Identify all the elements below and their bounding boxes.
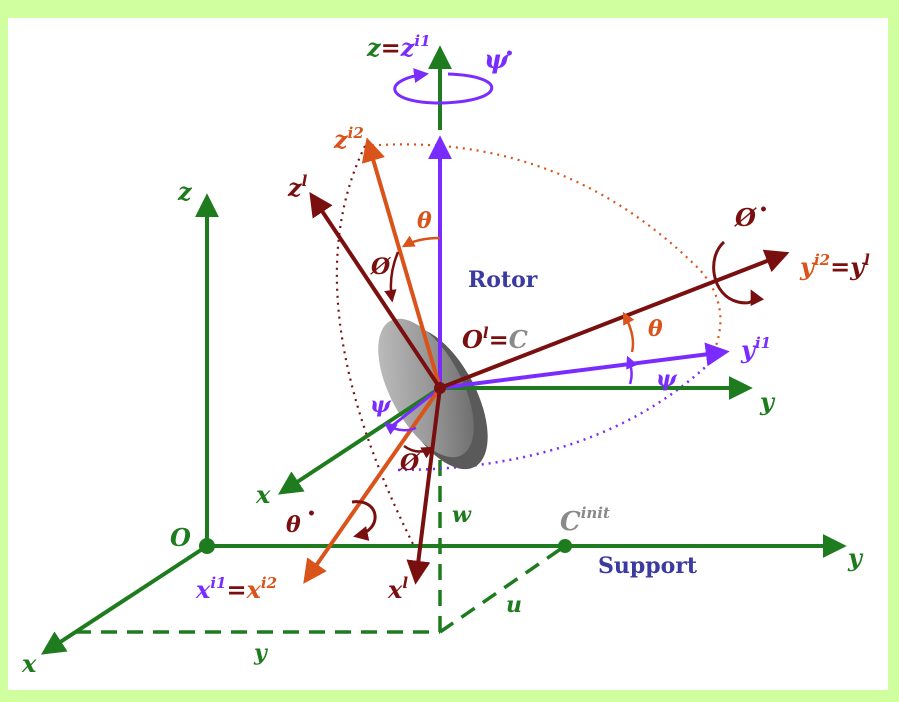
label-eq-o: = (489, 325, 509, 354)
svg-text:Ol=C: Ol=C (462, 324, 528, 354)
x-l-axis (406, 387, 442, 585)
z-i2-axis (361, 137, 442, 389)
y-l-axis (439, 249, 790, 390)
label-psi-dot-mark: • (505, 46, 514, 62)
label-x-local: x (255, 480, 271, 509)
label-z-top: z (366, 33, 382, 62)
label-rotor: Rotor (468, 267, 538, 293)
local-x-axis (277, 386, 442, 495)
psi-right-arc (626, 355, 638, 385)
purple-dotted-arc (394, 357, 716, 472)
label-eq-top: = (381, 33, 401, 62)
label-y-local: y (759, 387, 776, 416)
labels: z=zi1 ψ • zi2 zl θ Ø Rotor Ø • yi2=yl Ol… (21, 32, 870, 678)
phi-dot-rotation (712, 240, 765, 307)
svg-text:Cinit: Cinit (560, 504, 610, 537)
orange-dotted-arc (364, 143, 722, 361)
label-z-i1-sup: i1 (414, 32, 430, 50)
dashed-u-offset (439, 544, 566, 634)
label-y-i1-sup: i1 (755, 334, 771, 352)
svg-text:xi1=xi2: xi1=xi2 (195, 574, 277, 604)
angle-arcs (383, 235, 638, 459)
c-init-point (558, 539, 572, 553)
rate-arrows (351, 68, 765, 541)
svg-text:yi1: yi1 (740, 334, 771, 364)
y-i1-axis (439, 342, 730, 390)
label-eq-y: = (830, 252, 850, 281)
label-psi-dot: ψ (484, 45, 510, 75)
label-y-l: y (849, 252, 866, 281)
local-frame (277, 376, 753, 495)
theta-right-arc (622, 311, 635, 353)
theta-top-arc (401, 235, 441, 248)
label-y-bottom: y (253, 640, 269, 666)
label-x-i2-sup: i2 (261, 574, 277, 592)
label-o-l-sup: l (483, 324, 489, 342)
rotor-center (434, 382, 446, 394)
svg-text:z=zi1: z=zi1 (366, 32, 431, 62)
label-theta-top: θ (417, 208, 432, 234)
label-x-i1: x (195, 575, 211, 604)
i1-frame (391, 45, 730, 428)
label-c: C (509, 325, 528, 354)
label-c-init: C (560, 507, 581, 537)
support-frame (40, 193, 847, 655)
label-x-i2: x (246, 575, 262, 604)
psi-left-arc (383, 422, 417, 435)
label-y-i2-sup: i2 (814, 251, 830, 269)
label-z-support: z (177, 177, 193, 206)
label-z-l-sup: l (302, 172, 308, 190)
label-z-i1: z (400, 33, 416, 62)
origin-point (199, 538, 215, 554)
l-frame (309, 192, 790, 585)
label-phi-dot: Ø (734, 203, 757, 232)
phi-bottom-arc (403, 444, 435, 459)
label-theta-dot-mark: • (307, 506, 316, 522)
label-theta-right: θ (648, 316, 663, 342)
label-x-l: x (387, 575, 403, 604)
phi-left-arc (384, 251, 400, 303)
label-psi-left: ψ (370, 392, 392, 418)
svg-text:zi2: zi2 (333, 124, 364, 154)
x-i1-axis-purple (391, 386, 441, 428)
label-phi-left: Ø (370, 254, 391, 280)
label-phi-bottom: Ø (399, 450, 420, 476)
label-y-l-sup: l (864, 251, 870, 269)
z-l-axis (309, 192, 442, 390)
theta-dot-rotation (351, 500, 377, 541)
x-i2-axis (303, 386, 442, 584)
label-x-i1-sup: i1 (210, 574, 226, 592)
label-z-i2-sup: i2 (348, 124, 364, 142)
label-support: Support (598, 553, 698, 579)
svg-text:zl: zl (287, 172, 308, 202)
psi-dot-rotation (393, 68, 494, 105)
label-z-i2: z (333, 125, 349, 154)
rotation-arcs (335, 143, 722, 549)
label-psi-right: ψ (656, 366, 678, 392)
label-theta-dot: θ (286, 512, 301, 538)
label-o-l: O (462, 325, 483, 354)
label-x-support: x (21, 649, 37, 678)
label-y-i1: y (740, 335, 757, 364)
i2-frame (303, 137, 442, 584)
label-origin: O (170, 523, 191, 552)
label-x-l-sup: l (402, 574, 408, 592)
label-y-i2: y (799, 252, 816, 281)
label-w: w (452, 502, 472, 528)
label-y-support: y (847, 543, 864, 572)
svg-text:xl: xl (387, 574, 408, 604)
label-phi-dot-mark: • (759, 202, 768, 218)
label-eq-x: = (226, 575, 246, 604)
label-z-l: z (287, 173, 303, 202)
support-x-axis (40, 544, 209, 655)
label-u: u (506, 592, 522, 618)
label-c-init-sup: init (581, 504, 610, 522)
svg-text:yi2=yl: yi2=yl (799, 251, 870, 281)
